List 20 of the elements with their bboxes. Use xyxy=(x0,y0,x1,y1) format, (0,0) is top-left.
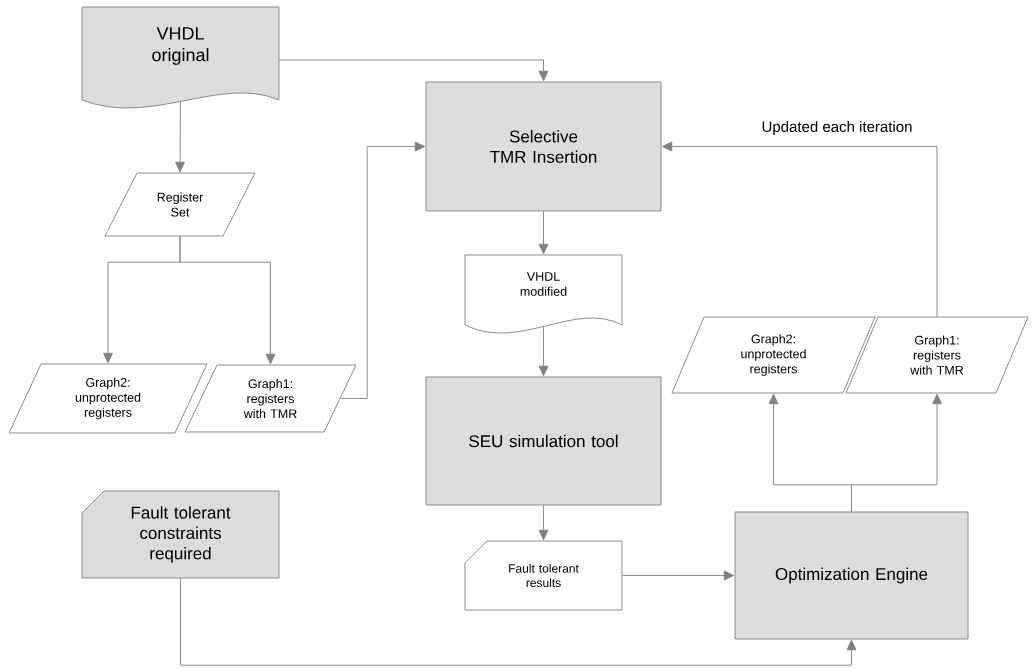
arrow xyxy=(340,141,426,399)
arrow xyxy=(179,235,276,365)
arrow xyxy=(851,393,942,513)
arrow xyxy=(661,141,938,318)
arrow xyxy=(538,504,549,541)
process-box: Selective TMR Insertion xyxy=(425,81,662,212)
data-parallelogram: Graph1: registers with TMR xyxy=(845,316,1029,394)
arrow xyxy=(538,325,549,377)
arrow xyxy=(278,59,549,82)
data-parallelogram: Register Set xyxy=(104,172,256,237)
data-parallelogram: Graph2: unprotected registers xyxy=(671,316,876,394)
process-box: SEU simulation tool xyxy=(425,376,662,506)
data-parallelogram: Graph1: registers with TMR xyxy=(184,364,357,433)
arrow xyxy=(180,577,857,666)
process-box: Optimization Engine xyxy=(734,511,969,640)
data-parallelogram: Graph2: unprotected registers xyxy=(8,363,208,434)
annotation-text: Updated each iteration xyxy=(762,121,912,135)
arrow xyxy=(538,210,549,255)
arrow xyxy=(175,100,185,173)
arrow xyxy=(621,570,735,581)
